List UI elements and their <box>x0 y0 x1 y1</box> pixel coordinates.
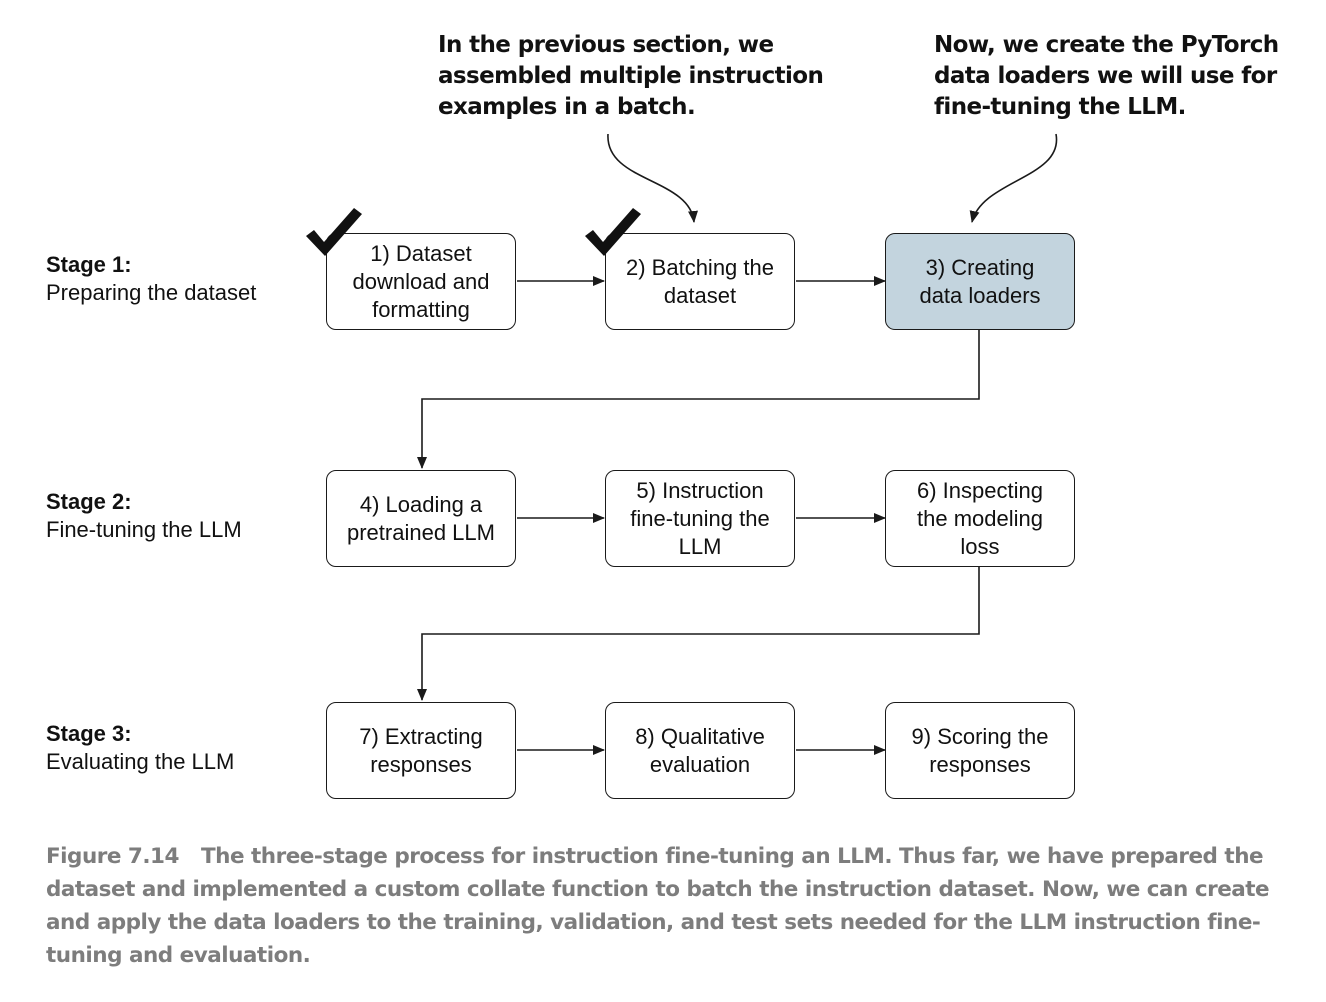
stage-2-title: Stage 2: <box>46 489 132 514</box>
stage-1-description: Preparing the dataset <box>46 280 257 305</box>
step-box-4: 4) Loading a pretrained LLM <box>326 470 516 567</box>
stage-3-label: Stage 3: Evaluating the LLM <box>46 720 234 776</box>
annotation-current-section: Now, we create the PyTorch data loaders … <box>934 32 1279 120</box>
stage-1-title: Stage 1: <box>46 252 132 277</box>
arrow-step6-to-step7 <box>417 567 980 701</box>
annotation-right-arrow <box>969 133 1058 223</box>
step-box-7: 7) Extracting responses <box>326 702 516 799</box>
stage-3-description: Evaluating the LLM <box>46 749 235 774</box>
step-box-9: 9) Scoring the responses <box>885 702 1075 799</box>
stage-1-label: Stage 1: Preparing the dataset <box>46 251 256 307</box>
checkmark-icon <box>585 208 641 256</box>
step-box-2: 2) Batching the dataset <box>605 233 795 330</box>
step-box-6: 6) Inspecting the modeling loss <box>885 470 1075 567</box>
step-box-1: 1) Dataset download and formatting <box>326 233 516 330</box>
stage-3-title: Stage 3: <box>46 721 132 746</box>
caption-text: The three-stage process for instruction … <box>46 844 1270 968</box>
stage-2-description: Fine-tuning the LLM <box>46 517 242 542</box>
step-box-5: 5) Instruction fine-tuning the LLM <box>605 470 795 567</box>
checkmark-icon <box>306 208 362 256</box>
caption-label: Figure 7.14 <box>46 844 179 869</box>
arrow-step3-to-step4 <box>417 330 980 469</box>
step-box-3: 3) Creating data loaders <box>885 233 1075 330</box>
stage-2-label: Stage 2: Fine-tuning the LLM <box>46 488 242 544</box>
annotation-left-arrow <box>607 133 698 223</box>
annotation-previous-section: In the previous section, we assembled mu… <box>438 32 824 120</box>
step-box-8: 8) Qualitative evaluation <box>605 702 795 799</box>
